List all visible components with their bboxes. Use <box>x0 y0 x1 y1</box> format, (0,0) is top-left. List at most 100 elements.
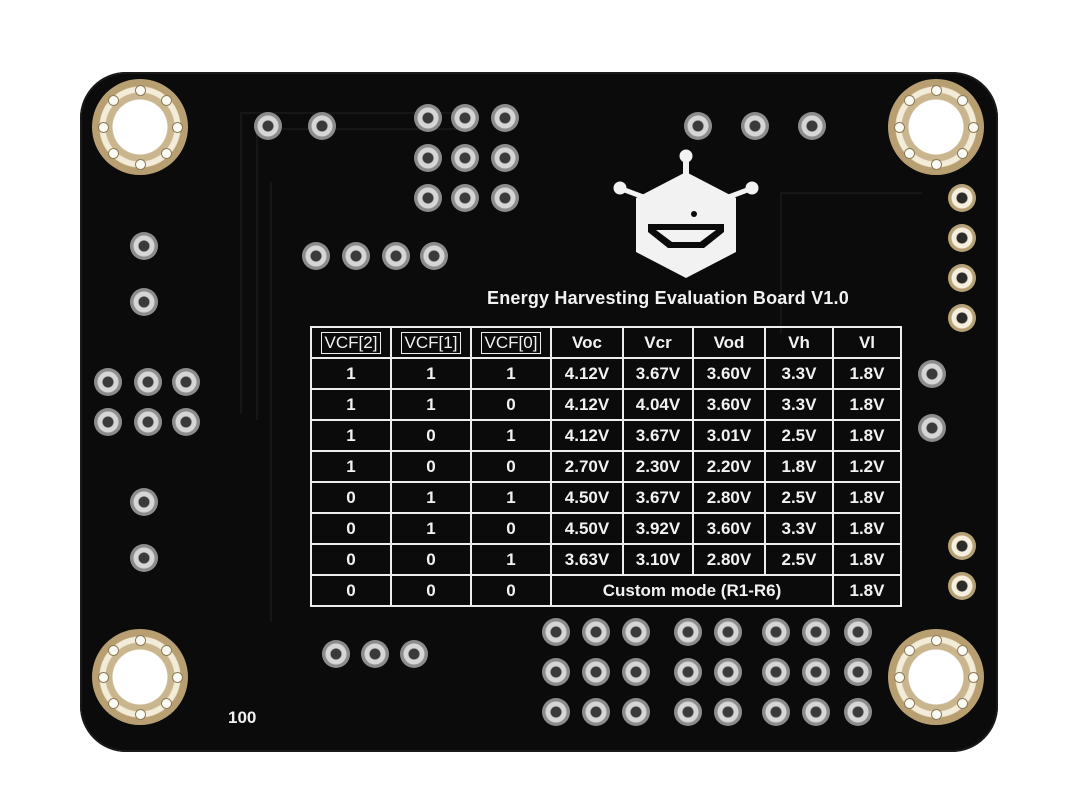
mount-rivet <box>109 698 119 708</box>
via-pad <box>802 698 830 726</box>
table-cell: 4.04V <box>622 388 694 421</box>
via-pad <box>582 658 610 686</box>
via-pad <box>762 658 790 686</box>
table-cell: 1.2V <box>832 450 902 483</box>
table-cell: 1 <box>470 481 552 514</box>
mount-rivet <box>135 85 145 95</box>
mount-rivet <box>931 85 941 95</box>
table-cell: 1.8V <box>832 574 902 607</box>
via-pad <box>414 144 442 172</box>
mount-rivet <box>172 122 182 132</box>
table-cell: 4.12V <box>550 419 624 452</box>
mount-rivet <box>109 646 119 656</box>
table-row: 1 0 1 4.12V 3.67V 3.01V 2.5V 1.8V <box>310 419 902 452</box>
via-pad <box>714 658 742 686</box>
table-cell: 2.80V <box>692 543 766 576</box>
via-pad <box>844 618 872 646</box>
table-cell: 3.67V <box>622 481 694 514</box>
via-pad <box>802 658 830 686</box>
table-row: 1 1 1 4.12V 3.67V 3.60V 3.3V 1.8V <box>310 357 902 390</box>
table-cell: 1.8V <box>832 419 902 452</box>
via-pad <box>741 112 769 140</box>
mounting-hole-bottom-right <box>888 629 984 725</box>
table-cell: 0 <box>470 574 552 607</box>
pcb-trace <box>240 112 462 414</box>
header-vcf2: VCF[2] <box>310 326 392 359</box>
table-cell: 1.8V <box>832 512 902 545</box>
table-cell: 4.50V <box>550 512 624 545</box>
via-pad <box>714 698 742 726</box>
table-cell: 0 <box>310 574 392 607</box>
table-cell: 3.63V <box>550 543 624 576</box>
via-pad <box>798 112 826 140</box>
table-cell: 2.80V <box>692 481 766 514</box>
mount-rivet <box>968 672 978 682</box>
via-pad <box>451 104 479 132</box>
header-vcf0: VCF[0] <box>470 326 552 359</box>
via-pad <box>172 408 200 436</box>
edge-pad <box>948 532 976 560</box>
via-pad <box>491 104 519 132</box>
table-cell: 3.3V <box>764 512 834 545</box>
edge-pad <box>948 304 976 332</box>
mount-rivet <box>161 646 171 656</box>
table-cell: 1.8V <box>832 388 902 421</box>
via-pad <box>582 698 610 726</box>
via-pad <box>361 640 389 668</box>
mount-rivet <box>968 122 978 132</box>
header-vcr: Vcr <box>622 326 694 359</box>
serial-mark: 100 <box>228 708 257 727</box>
table-cell: 2.20V <box>692 450 766 483</box>
mount-rivet <box>905 96 915 106</box>
via-pad <box>762 618 790 646</box>
mount-rivet <box>894 672 904 682</box>
table-cell: 1 <box>310 357 392 390</box>
via-pad <box>414 104 442 132</box>
via-pad <box>451 184 479 212</box>
via-pad <box>802 618 830 646</box>
mount-rivet <box>931 709 941 719</box>
via-pad <box>130 288 158 316</box>
voltage-config-table: VCF[2] VCF[1] VCF[0] Voc Vcr Vod Vh Vl 1… <box>310 326 902 607</box>
table-cell: 1.8V <box>832 481 902 514</box>
table-cell: 1 <box>310 388 392 421</box>
header-voc: Voc <box>550 326 624 359</box>
table-cell: 4.12V <box>550 388 624 421</box>
mount-rivet <box>894 122 904 132</box>
table-cell: 1.8V <box>764 450 834 483</box>
mounting-hole-top-right <box>888 79 984 175</box>
table-cell: 3.60V <box>692 512 766 545</box>
table-cell: 0 <box>470 512 552 545</box>
table-cell: 4.50V <box>550 481 624 514</box>
mount-rivet <box>109 148 119 158</box>
table-cell: 1 <box>310 450 392 483</box>
via-pad <box>674 618 702 646</box>
pcb-trace <box>256 128 458 420</box>
via-pad <box>322 640 350 668</box>
table-cell: 2.5V <box>764 419 834 452</box>
table-cell: 0 <box>470 450 552 483</box>
table-cell: 3.67V <box>622 357 694 390</box>
header-label: VCF[0] <box>480 331 542 354</box>
via-pad <box>302 242 330 270</box>
mount-rivet <box>135 159 145 169</box>
via-pad <box>622 618 650 646</box>
mount-rivet <box>905 698 915 708</box>
table-cell: 2.30V <box>622 450 694 483</box>
header-vh: Vh <box>764 326 834 359</box>
table-cell: 4.12V <box>550 357 624 390</box>
edge-pad <box>948 224 976 252</box>
table-cell: 3.60V <box>692 388 766 421</box>
table-cell: 3.01V <box>692 419 766 452</box>
table-cell: 3.3V <box>764 357 834 390</box>
via-pad <box>420 242 448 270</box>
via-pad <box>582 618 610 646</box>
via-pad <box>684 112 712 140</box>
table-cell: 0 <box>310 481 392 514</box>
mount-rivet <box>98 122 108 132</box>
table-cell: 3.60V <box>692 357 766 390</box>
table-header-row: VCF[2] VCF[1] VCF[0] Voc Vcr Vod Vh Vl <box>310 326 902 359</box>
table-cell: 1 <box>470 419 552 452</box>
mounting-hole-top-left <box>92 79 188 175</box>
table-row: 0 1 0 4.50V 3.92V 3.60V 3.3V 1.8V <box>310 512 902 545</box>
